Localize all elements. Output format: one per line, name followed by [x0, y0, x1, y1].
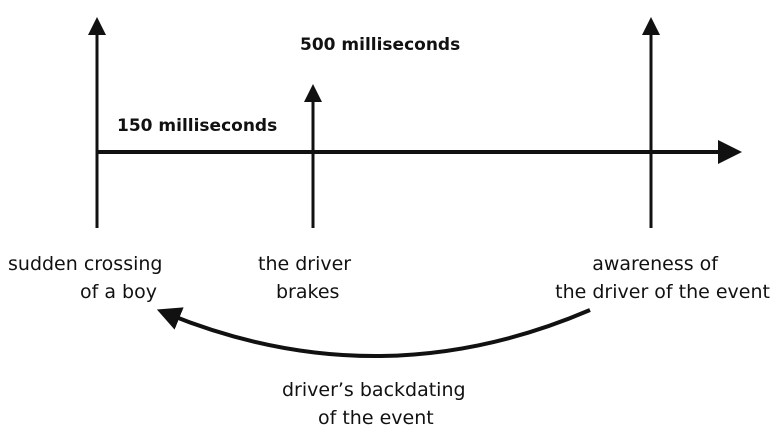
interval-label-500ms: 500 milliseconds: [300, 35, 461, 55]
interval-label-150ms: 150 milliseconds: [117, 116, 278, 136]
backdating-curved-arrow: [156, 307, 591, 358]
event-label-boy-line1: sudden crossing: [8, 253, 163, 275]
backdating-label-line2: of the event: [318, 407, 434, 429]
event-label-brakes-line1: the driver: [258, 253, 352, 275]
event-label-boy-line2: of a boy: [80, 281, 157, 303]
event-label-awareness-line1: awareness of: [592, 253, 718, 275]
event-label-brakes-line2: brakes: [276, 281, 340, 303]
event-label-awareness-line2: the driver of the event: [555, 281, 770, 303]
backdating-label-line1: driver’s backdating: [282, 379, 466, 401]
